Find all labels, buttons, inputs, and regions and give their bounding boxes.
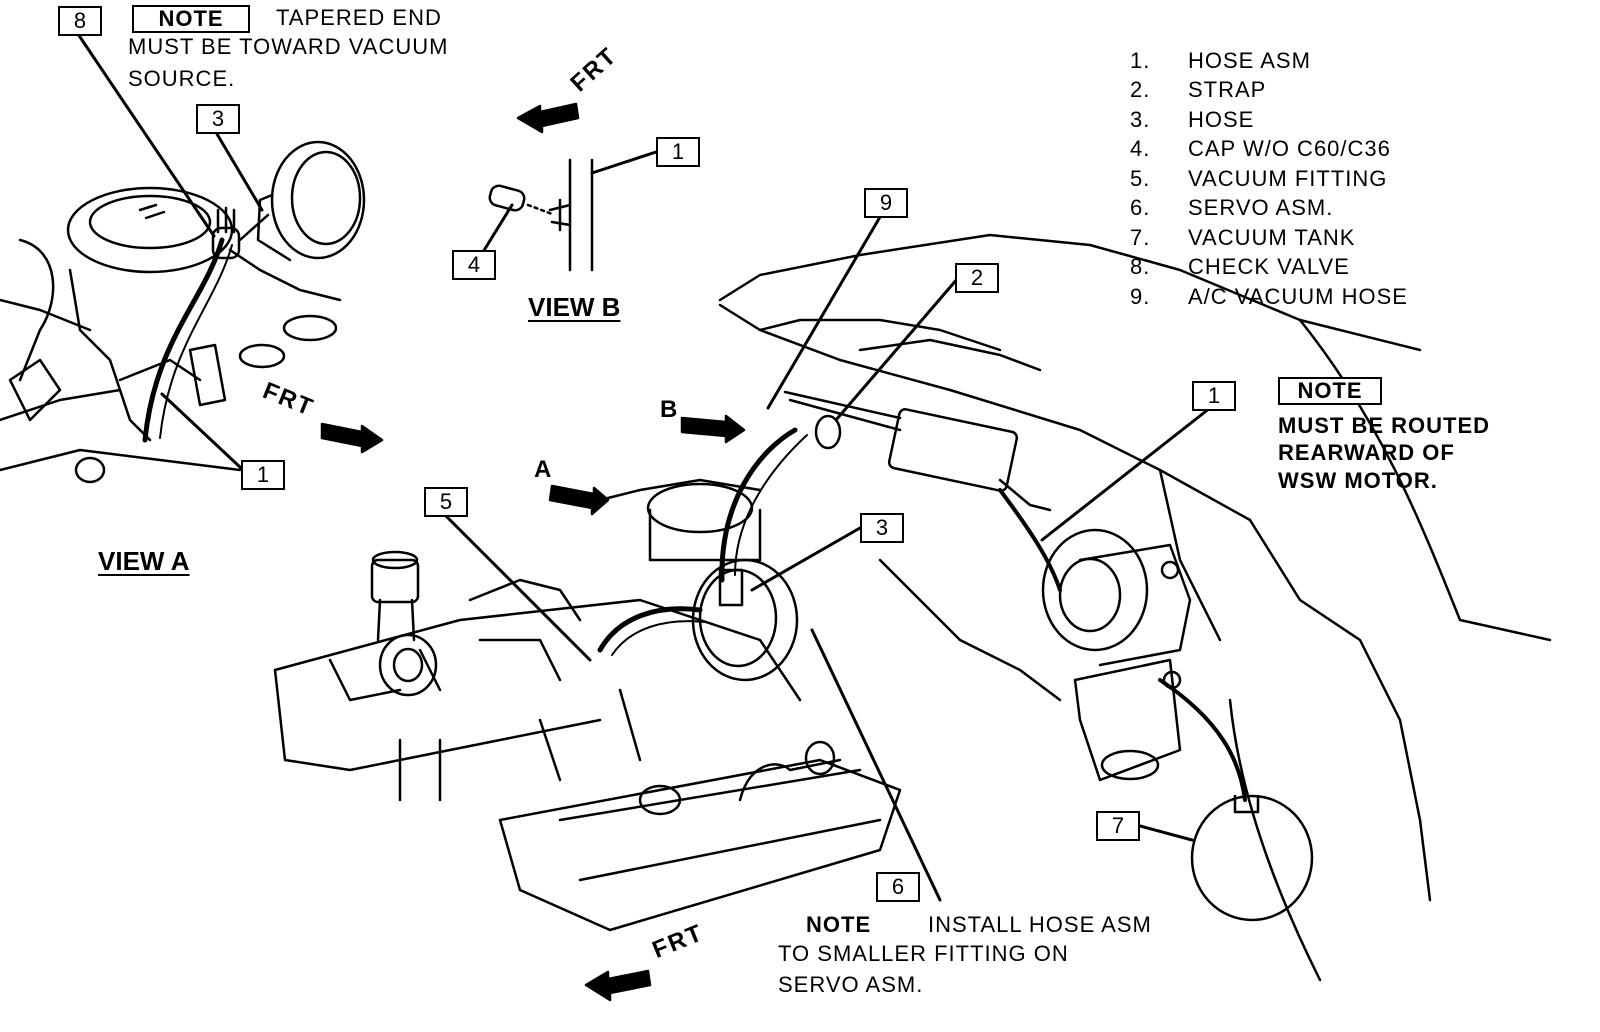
legend-number: 1. bbox=[1130, 47, 1151, 73]
callout-6: 6 bbox=[876, 872, 920, 902]
legend-label: CAP W/O C60/C36 bbox=[1188, 136, 1391, 162]
legend-number: 7. bbox=[1130, 224, 1151, 250]
note-right-line-2: REARWARD OF bbox=[1278, 440, 1455, 465]
note-top-left-line-3: SOURCE. bbox=[128, 66, 236, 91]
callout-7: 7 bbox=[1096, 811, 1140, 841]
main-view-art bbox=[273, 233, 1552, 982]
legend-label: A/C VACUUM HOSE bbox=[1188, 283, 1408, 309]
note-top-left-line-1: TAPERED END bbox=[276, 5, 442, 30]
legend-item: 9. A/C VACUUM HOSE bbox=[1130, 282, 1408, 312]
callout-5: 5 bbox=[424, 487, 468, 517]
legend-label: STRAP bbox=[1188, 77, 1267, 103]
arrow-label-a: A bbox=[534, 456, 552, 483]
view-a-label: VIEW A bbox=[98, 546, 190, 576]
view-a-art bbox=[0, 140, 366, 484]
legend-number: 5. bbox=[1130, 165, 1151, 191]
callout-1-view-a: 1 bbox=[241, 460, 285, 490]
legend-label: VACUUM TANK bbox=[1188, 224, 1356, 250]
callout-1-view-b: 1 bbox=[656, 137, 700, 167]
legend-item: 4. CAP W/O C60/C36 bbox=[1130, 135, 1408, 165]
legend-item: 7. VACUUM TANK bbox=[1130, 223, 1408, 253]
legend-item: 5. VACUUM FITTING bbox=[1130, 164, 1408, 194]
note-bottom-line-2: TO SMALLER FITTING ON bbox=[778, 941, 1069, 966]
callout-8-view-a: 8 bbox=[58, 6, 102, 36]
legend-item: 3. HOSE bbox=[1130, 105, 1408, 135]
legend-number: 6. bbox=[1130, 195, 1151, 221]
callout-3-view-a: 3 bbox=[196, 104, 240, 134]
legend-number: 3. bbox=[1130, 106, 1151, 132]
note-label-right: NOTE bbox=[1278, 377, 1382, 405]
callout-4: 4 bbox=[452, 250, 496, 280]
view-b-art bbox=[488, 158, 594, 272]
note-label-bottom: NOTE bbox=[806, 912, 872, 937]
note-label-top-left: NOTE bbox=[132, 5, 250, 33]
callout-2: 2 bbox=[955, 263, 999, 293]
legend-number: 9. bbox=[1130, 283, 1151, 309]
callout-1-main: 1 bbox=[1192, 381, 1236, 411]
callout-9: 9 bbox=[864, 188, 908, 218]
parts-legend: 1. HOSE ASM 2. STRAP 3. HOSE 4. CAP W/O C60/… bbox=[1130, 46, 1408, 312]
legend-label: HOSE bbox=[1188, 106, 1255, 132]
legend-item: 1. HOSE ASM bbox=[1130, 46, 1408, 76]
note-bottom-line-3: SERVO ASM. bbox=[778, 972, 924, 997]
legend-label: VACUUM FITTING bbox=[1188, 165, 1388, 191]
legend-label: SERVO ASM. bbox=[1188, 195, 1334, 221]
legend-number: 8. bbox=[1130, 254, 1151, 280]
legend-number: 2. bbox=[1130, 77, 1151, 103]
note-top-left-line-2: MUST BE TOWARD VACUUM bbox=[128, 34, 449, 59]
legend-item: 2. STRAP bbox=[1130, 76, 1408, 106]
leader-lines bbox=[76, 32, 1212, 902]
direction-arrows bbox=[320, 102, 746, 1002]
note-bottom-line-1: INSTALL HOSE ASM bbox=[928, 912, 1152, 937]
legend-label: HOSE ASM bbox=[1188, 47, 1311, 73]
legend-number: 4. bbox=[1130, 136, 1151, 162]
view-b-label: VIEW B bbox=[528, 292, 621, 322]
note-right-line-1: MUST BE ROUTED bbox=[1278, 413, 1490, 438]
legend-label: CHECK VALVE bbox=[1188, 254, 1350, 280]
legend-item: 6. SERVO ASM. bbox=[1130, 194, 1408, 224]
callout-3-main: 3 bbox=[860, 513, 904, 543]
legend-item: 8. CHECK VALVE bbox=[1130, 253, 1408, 283]
note-right-line-3: WSW MOTOR. bbox=[1278, 468, 1438, 493]
arrow-label-b: B bbox=[660, 396, 678, 423]
